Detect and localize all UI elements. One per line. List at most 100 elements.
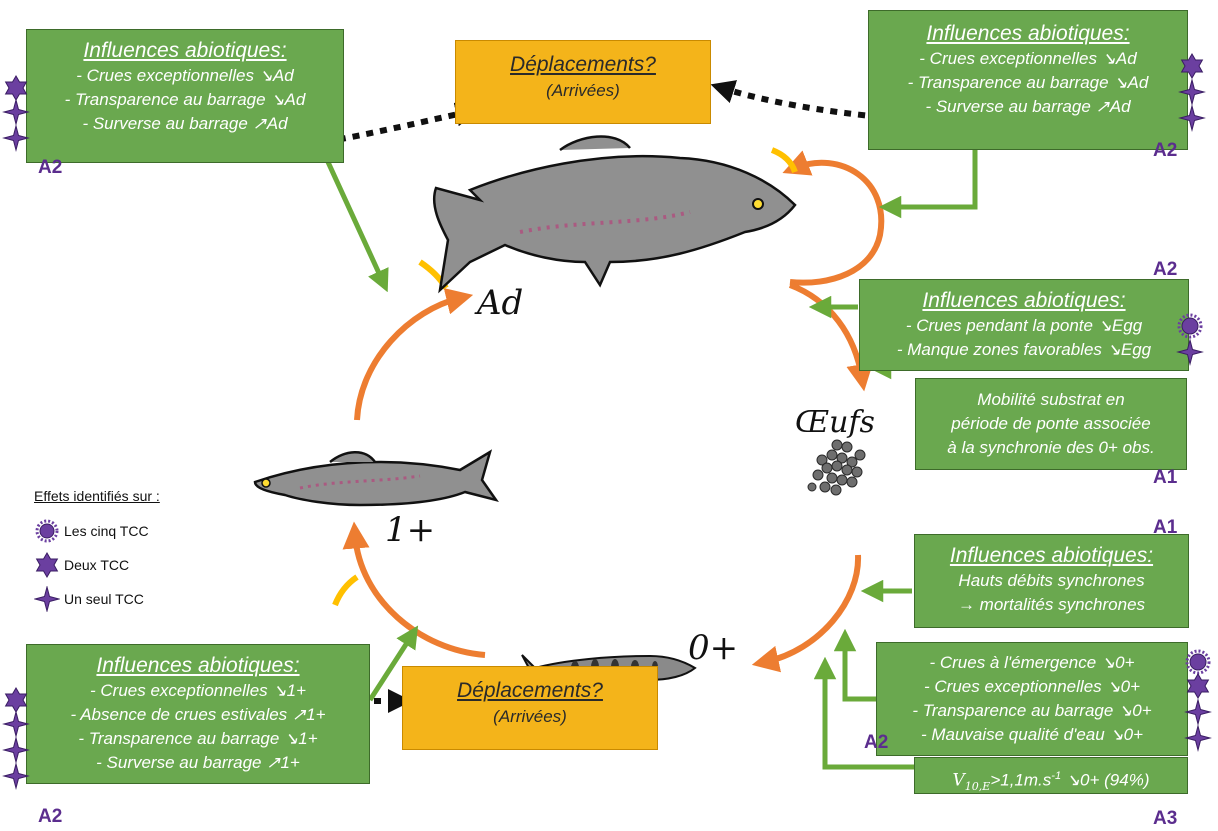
box-line: - Transparence au barrage ↘Ad [907, 73, 1149, 92]
four-point-star-icon [1185, 725, 1211, 751]
box-line: - Surverse au barrage ↗Ad [82, 114, 288, 133]
synchro-box: Influences abiotiques: Hauts débits sync… [914, 534, 1189, 628]
box-line: - Surverse au barrage ↗Ad [925, 97, 1131, 116]
tag-velocity: A3 [1153, 808, 1178, 829]
tag-top-right: A2 [1153, 140, 1178, 161]
moves-subtitle: (Arrivées) [493, 707, 567, 726]
legend-item: Les cinq TCC [34, 514, 160, 548]
four-point-star-icon [3, 737, 29, 763]
influence-box-top-left: Influences abiotiques: - Crues exception… [26, 29, 344, 163]
moves-subtitle: (Arrivées) [546, 81, 620, 100]
tag-substrate: A1 [1153, 467, 1178, 488]
green-arrow-velocity [813, 656, 915, 770]
box-line: Hauts débits synchrones [958, 571, 1145, 590]
box-line: - Transparence au barrage ↘Ad [64, 90, 306, 109]
legend-heading: Effets identifiés sur : [34, 488, 160, 504]
box-line: - Transparence au barrage ↘1+ [78, 729, 318, 748]
adult-trout-image [432, 135, 797, 294]
box-line: - Crues exceptionnelles ↘1+ [90, 681, 306, 700]
box-title: Influences abiotiques: [949, 544, 1154, 567]
box-title: Influences abiotiques: [83, 39, 287, 62]
velocity-box: V10,E>1,1m.s-1 ↘0+ (94%) [914, 757, 1188, 794]
six-point-star-icon [5, 75, 27, 101]
six-point-star-icon [1181, 53, 1203, 79]
box-line: période de ponte associée [951, 414, 1151, 433]
box-line: Mobilité substrat en [977, 390, 1125, 409]
tag-zero-plus: A2 [864, 732, 889, 753]
four-point-star-icon [3, 99, 29, 125]
velocity-symbol: V [952, 770, 965, 791]
box-line: - Crues exceptionnelles ↘0+ [924, 677, 1140, 696]
box-line: - Crues exceptionnelles ↘Ad [919, 49, 1137, 68]
green-arrow-topleft [325, 160, 389, 293]
moves-box-bottom: Déplacements? (Arrivées) [402, 666, 658, 750]
four-point-star-icon [1179, 105, 1205, 131]
legend-item: Un seul TCC [34, 582, 160, 616]
four-point-star-icon [1185, 699, 1211, 725]
four-point-star-icon [1179, 79, 1205, 105]
legend-item: Deux TCC [34, 548, 160, 582]
four-point-star-icon [1177, 339, 1203, 365]
cycle-arrow-1plus-to-adult [354, 288, 474, 421]
box-title: Influences abiotiques: [922, 289, 1126, 312]
cycle-arrow-0plus-to-1plus [342, 521, 486, 658]
stage-label-adult: Ad [477, 283, 524, 323]
zero-plus-box: - Crues à l'émergence ↘0+ - Crues except… [876, 642, 1188, 756]
legend-label: Les cinq TCC [64, 523, 149, 539]
influence-box-top-right: Influences abiotiques: - Crues exception… [868, 10, 1188, 150]
green-arrow-topright [878, 150, 978, 219]
box-line: - Transparence au barrage ↘0+ [912, 701, 1152, 720]
box-line: à la synchronie des 0+ obs. [947, 438, 1155, 457]
box-line: - Crues exceptionnelles ↘Ad [76, 66, 294, 85]
legend: Effets identifiés sur : Les cinq TCC Deu… [34, 488, 160, 616]
box-line: - Absence de crues estivales ↗1+ [70, 705, 326, 724]
tag-top-left: A2 [38, 157, 63, 178]
box-line: - Surverse au barrage ↗1+ [96, 753, 300, 772]
sun-badge-icon [1185, 649, 1211, 675]
box-title: Influences abiotiques: [926, 22, 1130, 45]
yellow-arc-top [770, 147, 798, 174]
influence-box-bottom-left: Influences abiotiques: - Crues exception… [26, 644, 370, 784]
six-point-star-icon [35, 552, 59, 578]
six-point-star-icon [1187, 673, 1209, 699]
substrate-box: Mobilité substrat en période de ponte as… [915, 378, 1187, 470]
box-line: - Crues pendant la ponte ↘Egg [905, 316, 1143, 335]
box-line: - Mauvaise qualité d'eau ↘0+ [920, 725, 1144, 744]
box-line: - Crues à l'émergence ↘0+ [929, 653, 1135, 672]
moves-title: Déplacements? [510, 53, 656, 76]
velocity-subscript: 10,E [964, 780, 991, 794]
legend-label: Un seul TCC [64, 591, 144, 607]
cycle-arrow-eggs-to-0plus [751, 554, 862, 673]
legend-label: Deux TCC [64, 557, 130, 573]
moves-title: Déplacements? [457, 679, 603, 702]
stage-label-1plus: 1+ [385, 510, 436, 550]
velocity-effect: ↘0+ (94%) [1061, 770, 1150, 790]
four-point-star-icon [3, 711, 29, 737]
box-line: - Manque zones favorables ↘Egg [896, 340, 1152, 359]
box-line: → mortalités synchrones [957, 595, 1146, 614]
one-plus-trout-image [253, 449, 499, 507]
influence-box-mid-right: Influences abiotiques: - Crues pendant l… [859, 279, 1189, 371]
four-point-star-icon [3, 763, 29, 789]
sun-badge-icon [1177, 313, 1203, 339]
four-point-star-icon [3, 125, 29, 151]
stage-label-eggs: Œufs [795, 405, 875, 440]
green-arrow-zeroplus [833, 628, 876, 702]
dotted-arrow-topright [710, 80, 894, 121]
yellow-arc-1plus [332, 574, 359, 607]
velocity-line: V10,E>1,1m.s-1 ↘0+ (94%) [915, 764, 1187, 799]
sun-badge-icon [35, 519, 59, 543]
velocity-threshold: >1,1m.s [990, 770, 1052, 790]
six-point-star-icon [5, 687, 27, 713]
tag-bottom-left: A2 [38, 806, 63, 827]
velocity-exponent: -1 [1051, 770, 1062, 782]
cycle-arrow-adult-loop [782, 150, 885, 286]
box-title: Influences abiotiques: [96, 654, 300, 677]
green-arrow-bottomleft [367, 625, 419, 702]
eggs-cluster-image [807, 439, 866, 496]
four-point-star-icon [34, 586, 60, 612]
moves-box-top: Déplacements? (Arrivées) [455, 40, 711, 124]
tag-mid-right: A2 [1153, 259, 1178, 280]
tag-synchro: A1 [1153, 517, 1178, 538]
